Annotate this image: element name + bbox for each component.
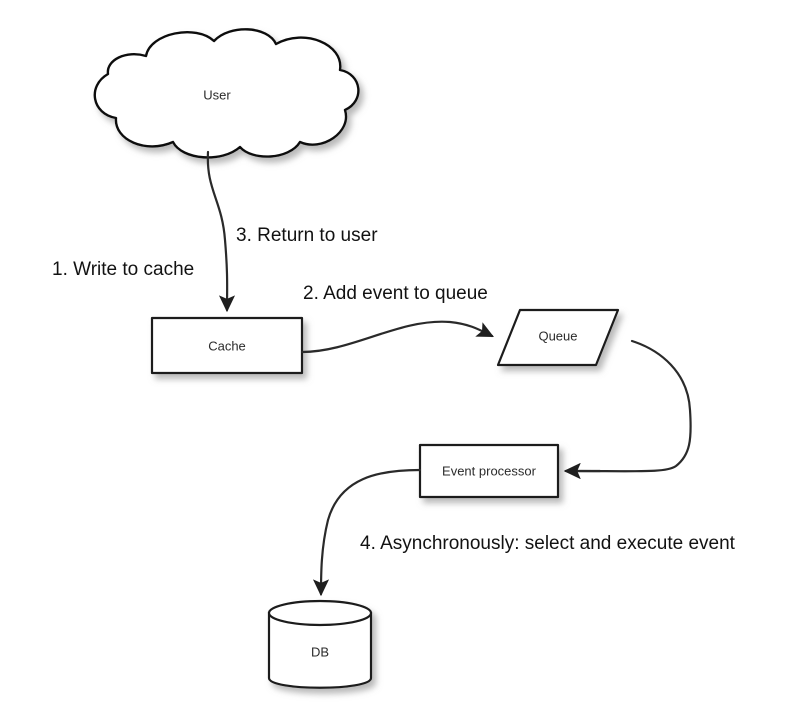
step-label-2: 2. Add event to queue bbox=[303, 283, 488, 304]
step-label-1: 1. Write to cache bbox=[52, 259, 194, 280]
node-queue-label: Queue bbox=[538, 328, 577, 343]
node-db-label: DB bbox=[311, 644, 329, 659]
node-cache-label: Cache bbox=[208, 338, 246, 353]
step-label-4: 4. Asynchronously: select and execute ev… bbox=[360, 533, 736, 554]
node-db[interactable]: DB bbox=[267, 599, 373, 689]
node-queue[interactable]: Queue bbox=[496, 308, 620, 367]
node-event-processor-label: Event processor bbox=[442, 463, 537, 478]
edge-processor-to-db bbox=[312, 468, 422, 597]
edge-processor-to-queue-loop bbox=[563, 339, 692, 480]
node-event-processor[interactable]: Event processor bbox=[418, 443, 560, 499]
node-cache[interactable]: Cache bbox=[150, 316, 304, 375]
edge-user-to-cache bbox=[206, 150, 236, 313]
edge-cache-to-queue bbox=[300, 320, 494, 354]
node-user[interactable]: User bbox=[93, 28, 360, 159]
step-label-3: 3. Return to user bbox=[236, 225, 378, 246]
node-user-label: User bbox=[203, 87, 231, 102]
